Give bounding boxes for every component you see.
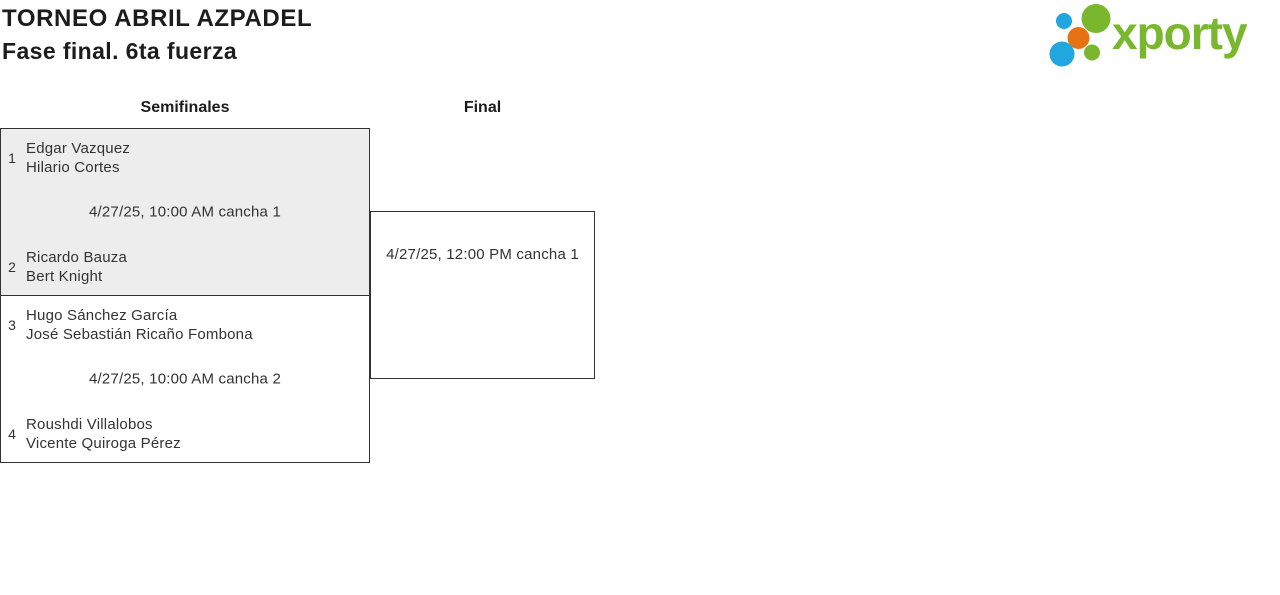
seed-number: 3	[8, 317, 16, 333]
round-header-final: Final	[463, 99, 502, 116]
seed-number: 1	[8, 150, 16, 166]
team-seed-2: 2 Ricardo Bauza Bert Knight	[5, 248, 363, 286]
xporty-logo-dots-icon	[1049, 4, 1111, 67]
round-header-semifinales: Semifinales	[140, 99, 230, 116]
xporty-logo[interactable]: xporty	[1046, 0, 1280, 75]
team-seed-1: 1 Edgar Vazquez Hilario Cortes	[5, 139, 363, 177]
match-final[interactable]: 4/27/25, 12:00 PM cancha 1	[370, 211, 595, 379]
header: TORNEO ABRIL AZPADEL Fase final. 6ta fue…	[2, 2, 312, 68]
match-schedule: 4/27/25, 12:00 PM cancha 1	[386, 246, 579, 263]
seed-number: 4	[8, 426, 16, 442]
player-name: Hilario Cortes	[26, 159, 120, 176]
team-seed-3: 3 Hugo Sánchez García José Sebastián Ric…	[5, 306, 363, 344]
player-name: Edgar Vazquez	[26, 140, 131, 157]
player-name: Hugo Sánchez García	[26, 307, 178, 324]
match-schedule: 4/27/25, 10:00 AM cancha 2	[88, 370, 281, 388]
team-seed-4: 4 Roushdi Villalobos Vicente Quiroga Pér…	[5, 415, 363, 453]
match-semifinal-2[interactable]: 3 Hugo Sánchez García José Sebastián Ric…	[0, 295, 370, 463]
page-title: TORNEO ABRIL AZPADEL	[2, 5, 313, 32]
player-name: José Sebastián Ricaño Fombona	[26, 326, 253, 343]
match-schedule: 4/27/25, 10:00 AM cancha 1	[88, 203, 281, 221]
seed-number: 2	[8, 259, 16, 275]
logo-dot-blue-medium	[1049, 41, 1075, 67]
player-name: Bert Knight	[26, 268, 103, 285]
xporty-logo-text: xporty	[1112, 7, 1248, 59]
page-subtitle: Fase final. 6ta fuerza	[2, 38, 238, 64]
player-name: Ricardo Bauza	[26, 249, 127, 266]
logo-dot-green-large	[1081, 4, 1111, 33]
logo-dot-green-small	[1084, 44, 1100, 61]
logo-dot-blue-small	[1056, 13, 1072, 29]
logo-dot-orange	[1067, 27, 1090, 49]
match-semifinal-1[interactable]: 1 Edgar Vazquez Hilario Cortes 4/27/25, …	[0, 128, 370, 296]
player-name: Roushdi Villalobos	[26, 416, 153, 433]
player-name: Vicente Quiroga Pérez	[26, 435, 181, 452]
